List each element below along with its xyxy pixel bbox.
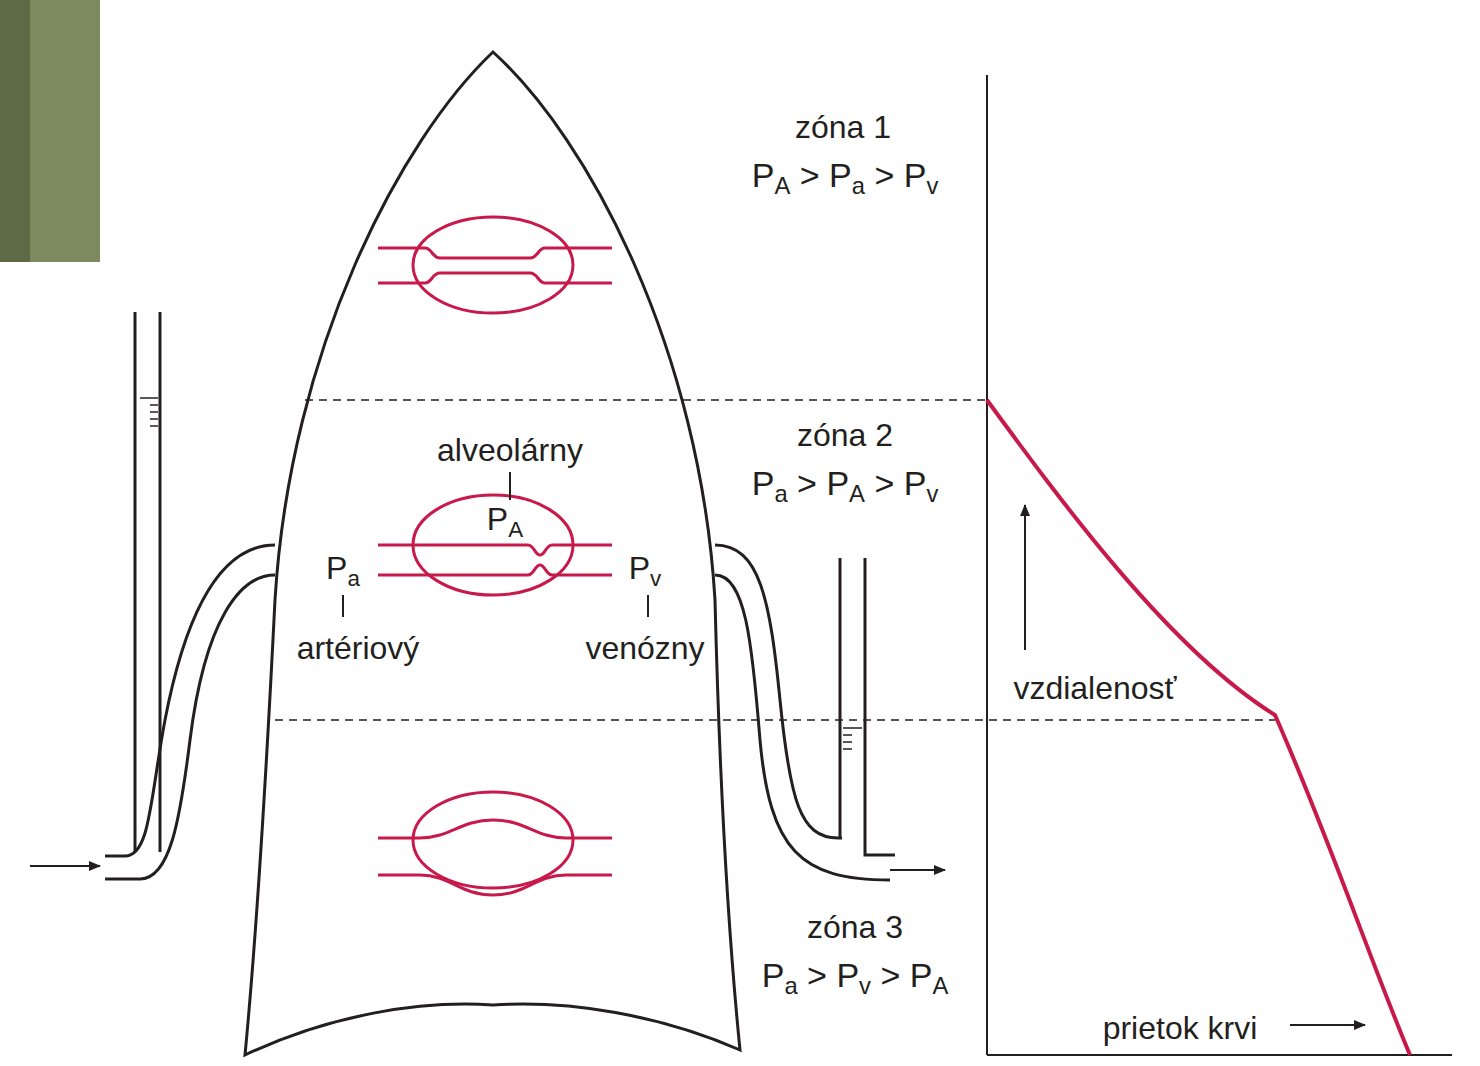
blood-flow-curve: [987, 400, 1410, 1055]
lung-outline: [245, 52, 740, 1055]
zone-title: zóna 3: [804, 909, 906, 946]
pressure-symbol: Pa: [323, 550, 363, 587]
graph-axes: [987, 75, 1452, 1055]
zone-title: zóna 2: [794, 417, 896, 454]
axis-label: vzdialenosť: [1010, 670, 1179, 707]
pressure-symbol: Pv: [626, 550, 665, 587]
flow-arrow: [890, 869, 945, 871]
part-label: venózny: [582, 630, 707, 667]
pressure-symbol: PA: [484, 501, 526, 538]
capillaries: [378, 217, 612, 895]
pressure-relation: Pa > Pv > PA: [759, 956, 952, 995]
zone-title: zóna 1: [792, 109, 894, 146]
part-label: alveolárny: [434, 432, 586, 469]
photo-crop: [0, 0, 100, 262]
axis-label: prietok krvi: [1100, 1010, 1261, 1047]
photo-shade: [0, 0, 30, 262]
fluid-level: [843, 728, 862, 749]
venous-tube: [715, 545, 895, 880]
leader-lines: [343, 472, 648, 617]
flow-arrow: [30, 865, 100, 867]
pressure-relation: Pa > PA > Pv: [749, 464, 942, 503]
pressure-relation: PA > Pa > Pv: [749, 156, 942, 195]
arterial-tube: [105, 312, 275, 879]
axis-arrow: [1024, 505, 1026, 650]
part-label: artériový: [294, 630, 423, 667]
zone-border: [305, 399, 985, 401]
zone-border: [275, 719, 1275, 721]
fluid-level: [140, 398, 158, 426]
axis-arrow: [1290, 1024, 1365, 1026]
